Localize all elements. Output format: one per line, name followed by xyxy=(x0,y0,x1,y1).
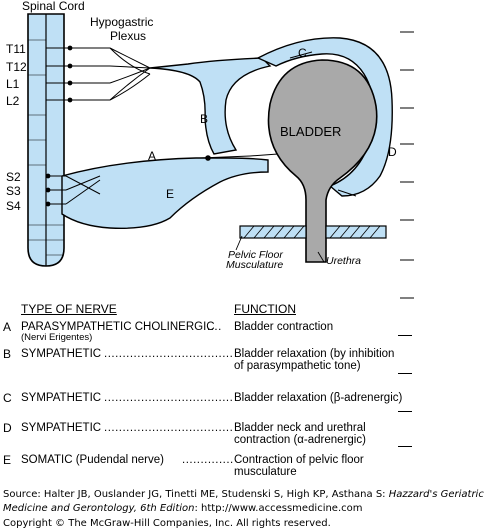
leader-dots: ................................... xyxy=(104,392,234,404)
source-suffix: : http://www.accessmedicine.com xyxy=(194,502,363,514)
nerve-type: SYMPATHETIC xyxy=(21,392,102,404)
row-letter: D xyxy=(3,421,12,435)
source-title: Hazzard's Geriatric Medicine and Geronto… xyxy=(3,489,484,514)
nerve-d-label: D xyxy=(388,145,397,159)
pelvic-floor-pointer xyxy=(235,235,243,251)
musculature-label: Musculature xyxy=(226,259,283,271)
bladder xyxy=(267,59,378,263)
nerve-b-label: B xyxy=(200,112,208,126)
pelvic-floor xyxy=(239,225,387,239)
nerve-a-e xyxy=(61,157,269,229)
hypogastric-label: Hypogastric xyxy=(90,15,153,29)
bladder-innervation-diagram: Spinal Cord Hypogastric Plexus T11 T12 L… xyxy=(6,0,414,299)
row-letter: B xyxy=(3,347,12,361)
t12-label: T12 xyxy=(6,60,27,74)
pelvic-floor-label: Pelvic Floor xyxy=(228,249,283,261)
nerve-a-label: A xyxy=(148,149,156,163)
nerve-function-table: TYPE OF NERVE FUNCTION A PARASYMPATHETIC… xyxy=(0,300,489,485)
l2-label: L2 xyxy=(6,94,20,108)
t11-label: T11 xyxy=(6,42,26,56)
type-of-nerve-header: TYPE OF NERVE xyxy=(21,302,117,316)
nerve-fibers xyxy=(46,47,357,205)
l1-label: L1 xyxy=(6,77,20,91)
margin-tick xyxy=(398,373,412,374)
leader-dots: .... xyxy=(207,321,222,333)
nerve-type: SOMATIC (Pudendal nerve) xyxy=(21,454,164,466)
nerve-function: Bladder contraction xyxy=(234,321,334,333)
row-letter: A xyxy=(3,320,12,334)
source-citation: Source: Halter JB, Ouslander JG, Tinetti… xyxy=(3,488,487,515)
nerve-type: PARASYMPATHETIC CHOLINERGIC xyxy=(21,321,215,333)
bladder-label: BLADDER xyxy=(280,124,341,139)
nerve-e-label: E xyxy=(166,187,174,201)
nerve-b xyxy=(149,57,272,155)
nerve-type: SYMPATHETIC xyxy=(21,422,102,434)
margin-ticks xyxy=(400,31,414,299)
nerve-type: SYMPATHETIC xyxy=(21,348,102,360)
urethra-label: Urethra xyxy=(326,255,361,267)
table-row-e: E SOMATIC (Pudendal nerve) .............… xyxy=(0,454,489,482)
nerve-subtitle: (Nervi Erigentes) xyxy=(21,332,93,343)
s4-label: S4 xyxy=(6,199,21,213)
margin-tick xyxy=(398,411,412,412)
nerve-function: Contraction of pelvic floor musculature xyxy=(234,454,364,478)
table-row-d: D SYMPATHETIC ..........................… xyxy=(0,422,489,450)
nerve-c-label: C xyxy=(298,46,307,60)
nerve-c-d xyxy=(256,37,393,197)
copyright-notice: Copyright © The McGraw-Hill Companies, I… xyxy=(3,518,331,529)
nerve-function: Bladder neck and urethral contraction (α… xyxy=(234,422,366,446)
plexus-label: Plexus xyxy=(110,29,146,43)
function-header: FUNCTION xyxy=(234,302,296,316)
row-letter: E xyxy=(3,453,12,467)
row-letter: C xyxy=(3,391,12,405)
spinal-cord-label: Spinal Cord xyxy=(22,0,85,13)
s2-label: S2 xyxy=(6,170,21,184)
s3-label: S3 xyxy=(6,184,21,198)
leader-dots: ................................... xyxy=(104,348,234,360)
source-prefix: Source: Halter JB, Ouslander JG, Tinetti… xyxy=(3,489,389,500)
urethra-pointer xyxy=(317,251,325,263)
table-row-a: A PARASYMPATHETIC CHOLINERGIC .... (Nerv… xyxy=(0,321,489,347)
spinal-cord xyxy=(27,13,65,267)
nerve-function: Bladder relaxation (β-adrenergic) xyxy=(234,392,403,404)
table-row-b: B SYMPATHETIC ..........................… xyxy=(0,348,489,386)
table-row-c: C SYMPATHETIC ..........................… xyxy=(0,392,489,420)
ganglion-dots xyxy=(45,45,211,207)
margin-tick xyxy=(398,335,412,336)
leader-dots: ............... xyxy=(182,454,234,466)
leader-dots: ................................... xyxy=(104,422,234,434)
nerve-function: Bladder relaxation (by inhibition of par… xyxy=(234,348,395,372)
margin-tick xyxy=(398,446,412,447)
